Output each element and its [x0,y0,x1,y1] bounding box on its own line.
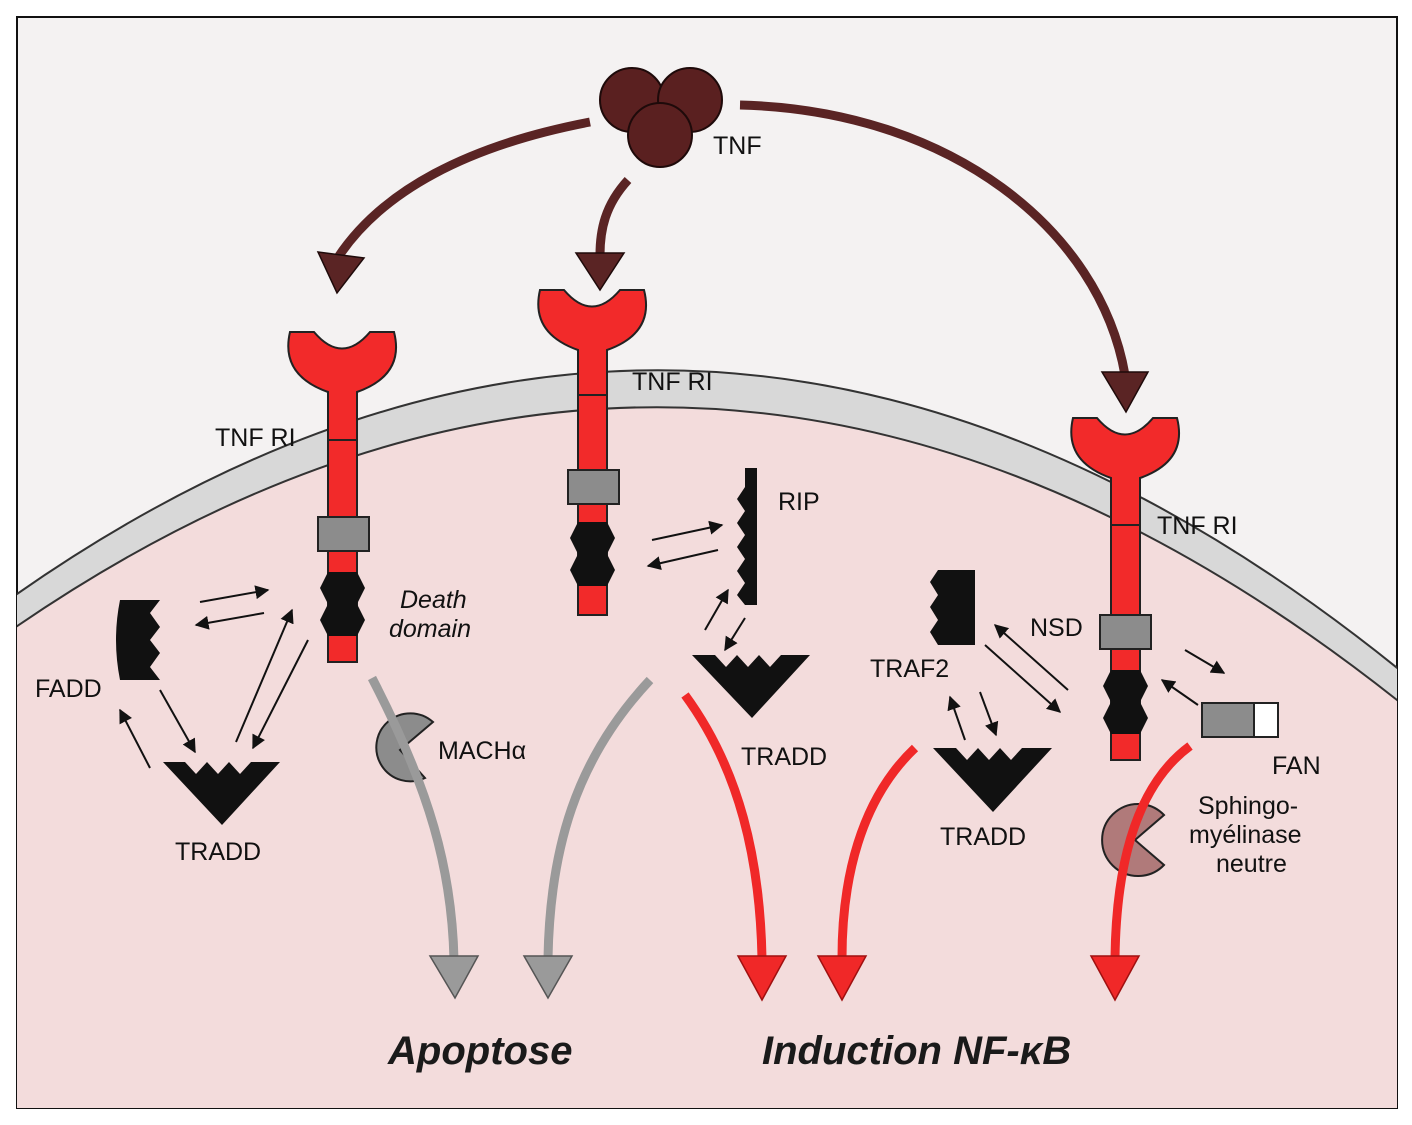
tnf-trimer [599,67,723,168]
nfkb-arrows [681,692,1193,1002]
receptor-right-label: TNF RI [1157,512,1238,540]
fadd-label: FADD [35,675,102,703]
tnf-binding-arrows [316,100,1150,414]
tradd-left-protein [163,762,280,825]
tradd-middle-label: TRADD [741,743,827,771]
rip-label: RIP [778,488,820,516]
sphingo-label-line3: neutre [1216,850,1287,878]
middle-interaction-arrows [646,520,746,652]
mach-alpha-label: MACHα [438,737,526,765]
tradd-right-label: TRADD [940,823,1026,851]
sphingo-label-line2: myélinase [1189,821,1302,849]
tnf-label: TNF [713,132,762,160]
tnf-receptor-left [287,331,398,663]
tnf-receptor-right [1070,417,1181,761]
apoptose-label: Apoptose [387,1029,572,1073]
death-domain-label-line2: domain [389,615,471,643]
mach-alpha-protein [375,712,435,783]
apoptosis-arrows [368,675,654,1000]
fan-label: FAN [1272,752,1321,780]
left-interaction-arrows [119,585,309,769]
tradd-left-label: TRADD [175,838,261,866]
fan-protein [1201,702,1279,738]
tradd-right-protein [933,748,1052,812]
rip-protein [737,468,757,605]
sphingo-label-line1: Sphingo- [1198,792,1298,820]
nsd-label: NSD [1030,614,1083,642]
receptor-left-label: TNF RI [215,424,296,452]
tradd-middle-protein [692,655,810,718]
nfkb-induction-label: Induction NF-κB [762,1029,1071,1073]
traf2-protein [930,570,975,645]
fadd-protein [116,600,160,680]
right-interaction-arrows [947,624,1226,741]
tnf-receptor-middle [537,289,648,616]
death-domain-label-line1: Death [400,586,467,614]
receptor-middle-label: TNF RI [632,368,713,396]
traf2-label: TRAF2 [870,655,949,683]
